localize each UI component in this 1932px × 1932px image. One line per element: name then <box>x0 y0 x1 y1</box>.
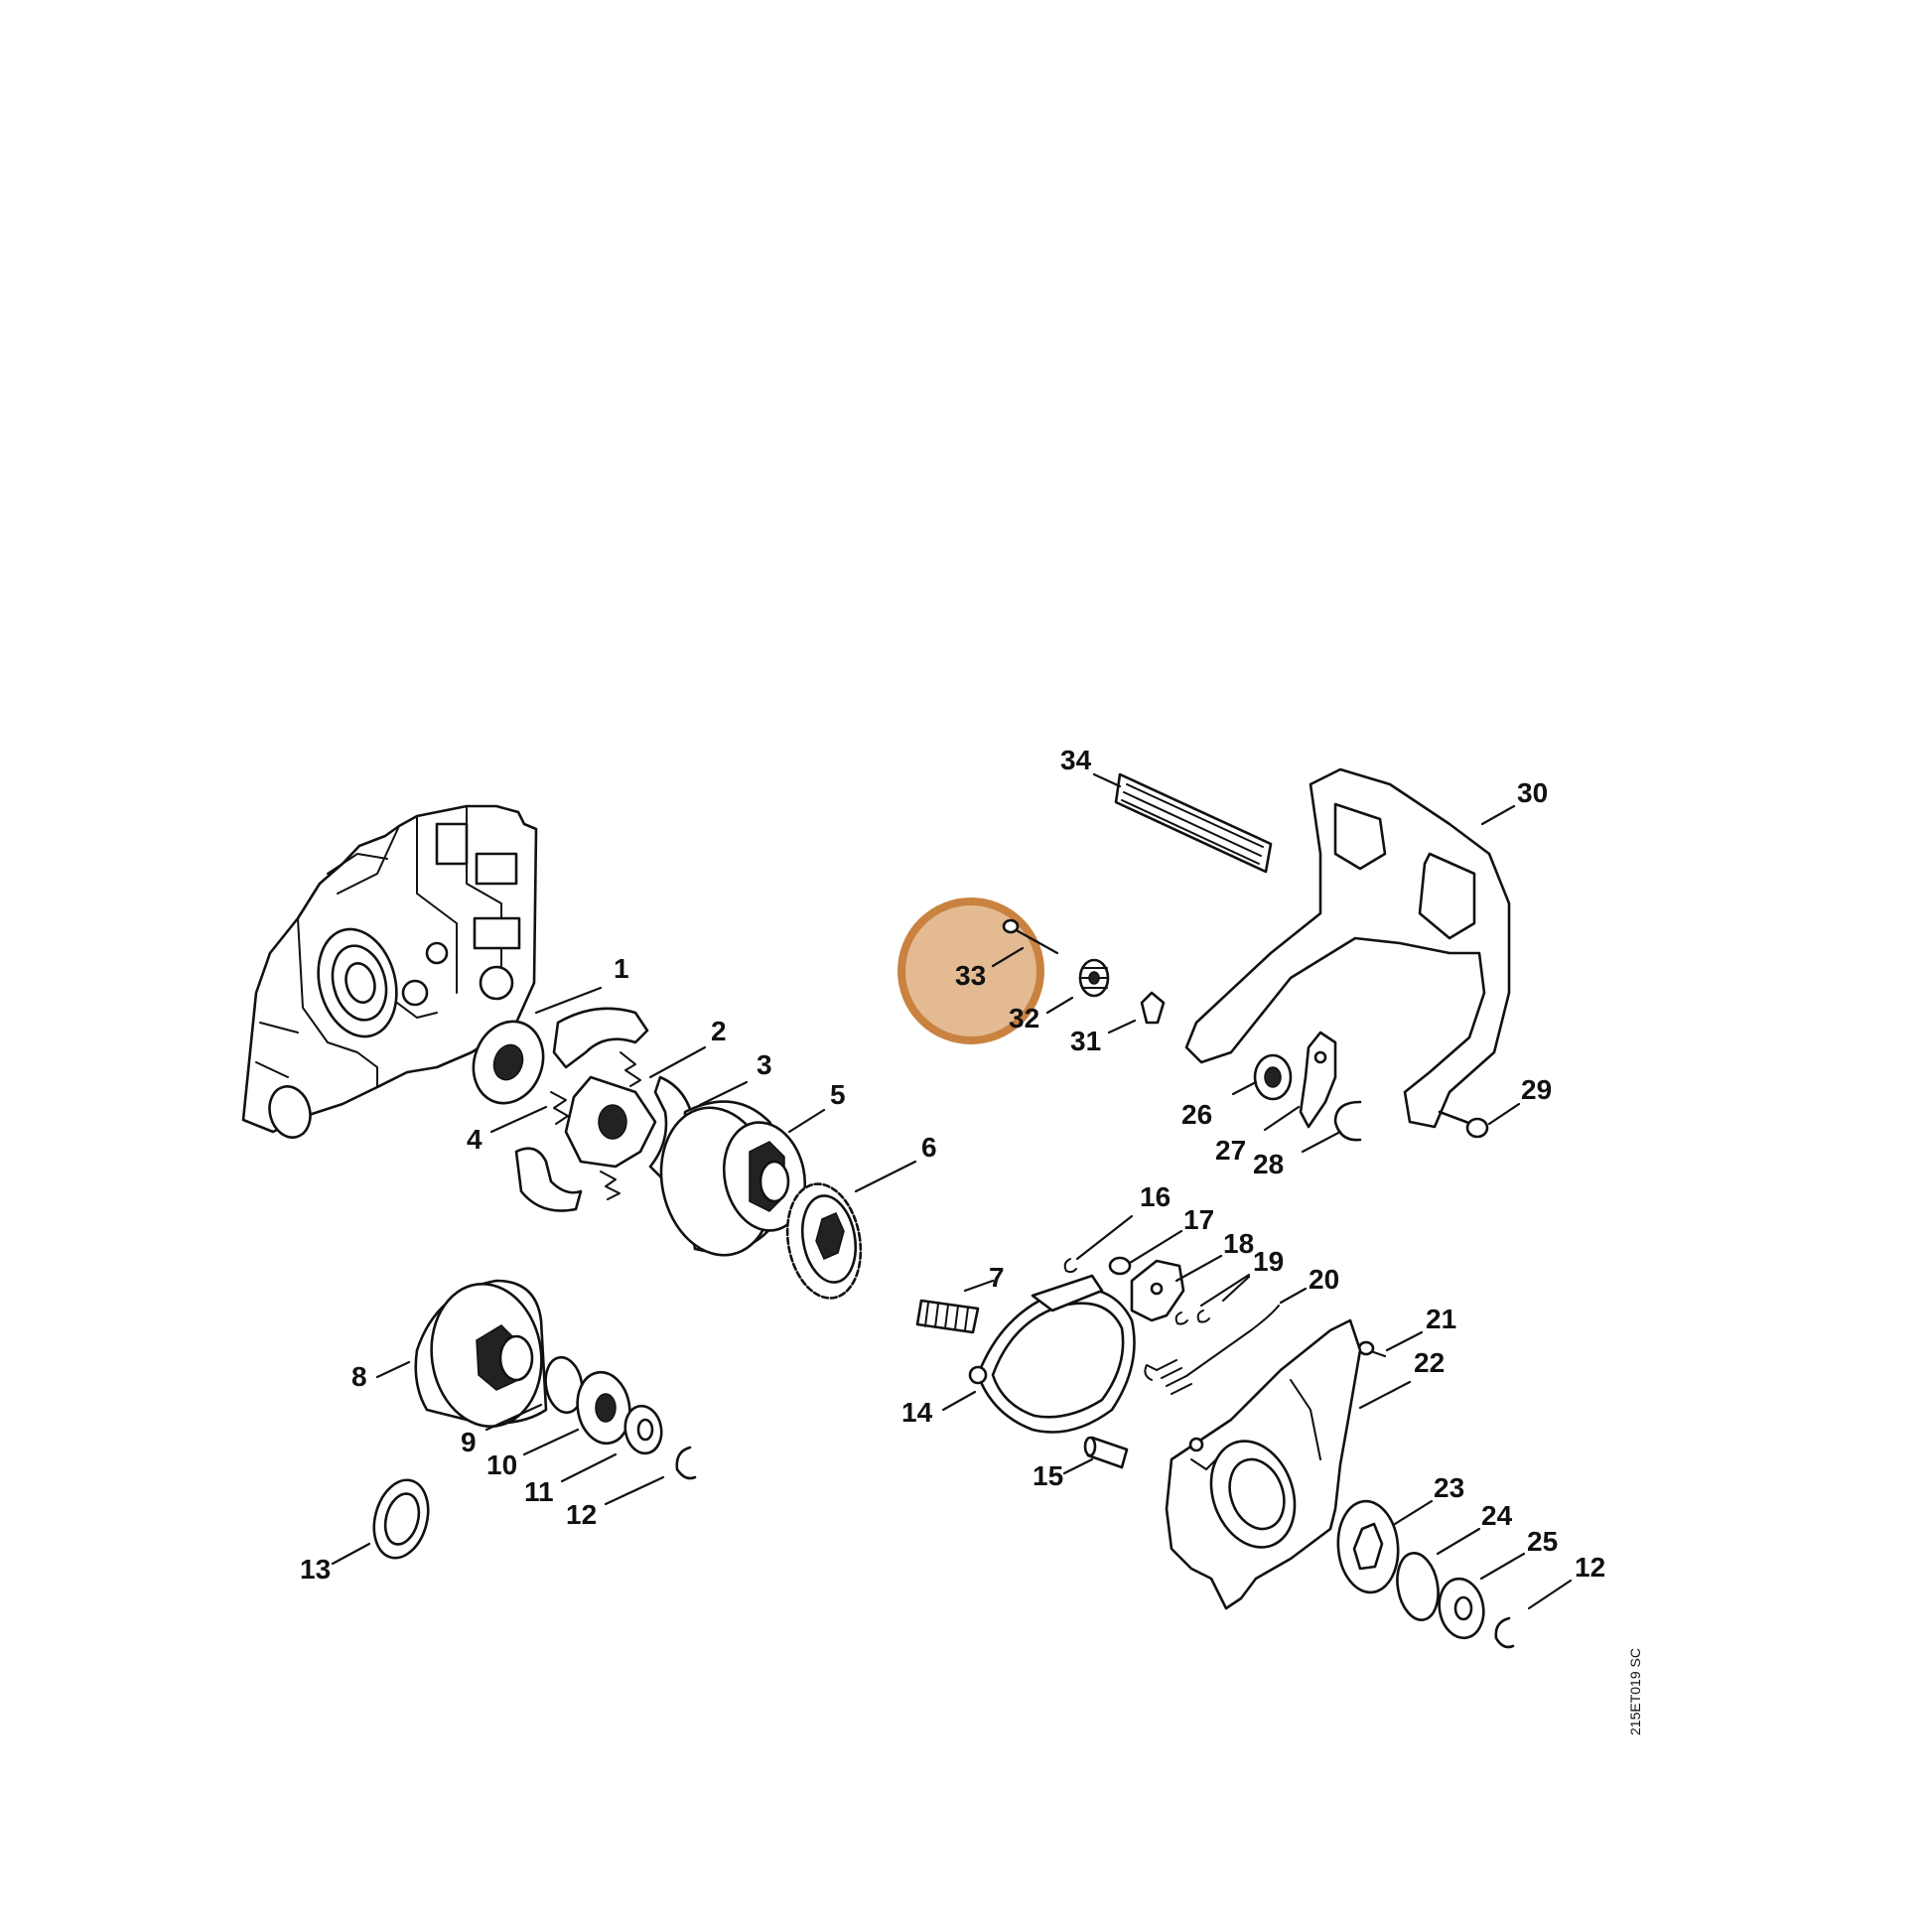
part-cover-plate-34[interactable] <box>1114 772 1273 874</box>
part-brake-band-14[interactable] <box>968 1274 1136 1434</box>
part-sprocket-6[interactable] <box>778 1178 869 1305</box>
drawing-code: 215ET019 SC <box>1627 1648 1643 1735</box>
callout-14[interactable]: 14 <box>901 1397 933 1428</box>
callout-21[interactable]: 21 <box>1426 1304 1456 1334</box>
leader-lines <box>331 772 1573 1610</box>
part-spring-2[interactable] <box>620 1051 641 1087</box>
callout-32[interactable]: 32 <box>1009 1003 1039 1034</box>
callout-31[interactable]: 31 <box>1070 1026 1101 1056</box>
callout-3[interactable]: 3 <box>757 1049 772 1080</box>
part-screw-29[interactable] <box>1438 1110 1489 1139</box>
callout-labels: 1 2 3 4 5 6 7 8 9 10 11 12 13 14 15 16 1… <box>300 745 1605 1585</box>
callout-33[interactable]: 33 <box>955 960 986 991</box>
part-clutch-shoe-bottom[interactable] <box>514 1147 583 1212</box>
part-washer-26[interactable] <box>1253 1053 1293 1101</box>
callout-24[interactable]: 24 <box>1481 1500 1513 1531</box>
part-bushing-31[interactable] <box>1140 991 1166 1025</box>
callout-28[interactable]: 28 <box>1253 1149 1284 1179</box>
part-pin-33[interactable] <box>1002 918 1059 955</box>
callout-4[interactable]: 4 <box>467 1124 483 1155</box>
part-spur-10[interactable] <box>572 1368 635 1448</box>
part-clutch-carrier[interactable] <box>564 1075 657 1169</box>
callout-18[interactable]: 18 <box>1223 1228 1254 1259</box>
part-pin-15[interactable] <box>1083 1436 1129 1469</box>
part-ring-9[interactable] <box>541 1354 586 1415</box>
part-spring-4[interactable] <box>550 1091 569 1125</box>
part-washer-11[interactable] <box>621 1403 665 1456</box>
callout-30[interactable]: 30 <box>1517 777 1548 808</box>
callout-11[interactable]: 11 <box>524 1476 554 1507</box>
part-screw-21[interactable] <box>1357 1340 1387 1358</box>
part-rim-13[interactable] <box>366 1474 437 1565</box>
part-clip-16[interactable] <box>1063 1258 1077 1274</box>
callout-8[interactable]: 8 <box>351 1361 367 1392</box>
callout-12[interactable]: 12 <box>566 1499 597 1530</box>
part-washer-25[interactable] <box>1435 1576 1488 1642</box>
callout-22[interactable]: 22 <box>1414 1347 1445 1378</box>
callout-6[interactable]: 6 <box>921 1132 937 1163</box>
part-clip-12b[interactable] <box>1494 1616 1515 1649</box>
part-crankcase[interactable] <box>241 804 538 1142</box>
callout-9[interactable]: 9 <box>461 1427 477 1457</box>
callout-16[interactable]: 16 <box>1140 1181 1171 1212</box>
callout-13[interactable]: 13 <box>300 1554 331 1585</box>
part-rim-23[interactable] <box>1334 1499 1402 1595</box>
part-lever-18[interactable] <box>1130 1259 1185 1322</box>
callout-5[interactable]: 5 <box>830 1079 846 1110</box>
callout-25[interactable]: 25 <box>1527 1526 1558 1557</box>
highlight-circle[interactable] <box>897 897 1044 1044</box>
callout-7[interactable]: 7 <box>989 1262 1005 1293</box>
part-clutch-drum-8[interactable] <box>414 1277 551 1434</box>
part-clips-19[interactable] <box>1174 1310 1210 1325</box>
part-clip-28[interactable] <box>1333 1100 1362 1142</box>
callout-10[interactable]: 10 <box>486 1449 517 1480</box>
callout-12-right[interactable]: 12 <box>1575 1552 1605 1583</box>
callout-19[interactable]: 19 <box>1253 1246 1284 1277</box>
part-spring-bottom[interactable] <box>600 1171 621 1200</box>
part-clip-12[interactable] <box>675 1446 697 1480</box>
part-spring-32[interactable] <box>1078 958 1110 998</box>
callout-23[interactable]: 23 <box>1434 1472 1464 1503</box>
callout-1[interactable]: 1 <box>614 953 629 984</box>
part-washer-1[interactable] <box>463 1012 555 1113</box>
part-needle-cage-7[interactable] <box>915 1299 980 1334</box>
callout-27[interactable]: 27 <box>1215 1135 1246 1166</box>
callout-15[interactable]: 15 <box>1033 1460 1063 1491</box>
callout-20[interactable]: 20 <box>1309 1264 1339 1295</box>
callout-2[interactable]: 2 <box>711 1016 727 1046</box>
part-spring-20[interactable] <box>1144 1305 1280 1395</box>
part-washer-17[interactable] <box>1108 1256 1132 1276</box>
part-sprocket-cover-22[interactable] <box>1165 1318 1362 1610</box>
part-clutch-shoe-top[interactable] <box>552 1007 649 1069</box>
callout-29[interactable]: 29 <box>1521 1074 1552 1105</box>
part-ring-24[interactable] <box>1392 1550 1443 1623</box>
part-clutch-drum-5[interactable] <box>648 1097 815 1266</box>
callout-17[interactable]: 17 <box>1183 1204 1214 1235</box>
part-lever-27[interactable] <box>1299 1031 1337 1129</box>
callout-34[interactable]: 34 <box>1060 745 1092 775</box>
part-hand-guard-30[interactable] <box>1184 767 1511 1129</box>
callout-26[interactable]: 26 <box>1181 1099 1212 1130</box>
